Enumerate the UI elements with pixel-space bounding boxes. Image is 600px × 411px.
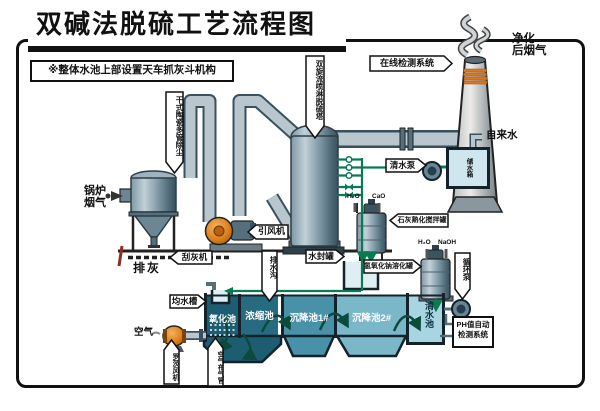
circulation-pump xyxy=(444,299,471,319)
ph-box-line1: PH值自动 xyxy=(456,320,490,329)
label-clean-gas: 净化 后烟气 xyxy=(512,33,552,58)
title-background xyxy=(28,0,346,46)
equalizing-trough-cup xyxy=(206,282,231,305)
label-naoh: NaOH xyxy=(438,239,457,246)
page-title: 双碱法脱硫工艺流程图 xyxy=(36,9,317,39)
label-boiler-gas: 锅炉 烟气 xyxy=(84,185,110,210)
label-boiler-gas-line1: 锅炉 xyxy=(84,185,106,197)
storage-tank: 储水箱 xyxy=(446,147,490,189)
smoke-plume xyxy=(457,13,491,59)
pool-label-concentration: 浓缩池 xyxy=(245,311,274,322)
clean-water-pump xyxy=(422,161,442,181)
storage-tank-label: 储水箱 xyxy=(465,158,472,178)
tag-fan: 引风机 xyxy=(257,226,285,237)
note-box: ※整体水池上部设置天车抓灰斗机构 xyxy=(30,60,234,82)
scrubber-tower xyxy=(282,124,345,255)
tag-shapes xyxy=(163,55,471,387)
cyclone-dust-collector xyxy=(105,170,179,250)
water-line-symbols xyxy=(224,155,353,295)
lime-slaking-tank xyxy=(353,199,387,261)
tag-roots-blower: 罗茨风机 xyxy=(172,353,179,381)
label-tap-water: 自来水 xyxy=(486,129,518,141)
tag-equalizing-trough: 均水槽 xyxy=(171,295,198,306)
label-h2o-naoh: H₂O xyxy=(418,239,431,246)
pool-settling-1 xyxy=(284,296,334,338)
ph-box-line2: 检测系统 xyxy=(458,329,488,339)
tag-circulation-pump: 循环泵 xyxy=(462,258,471,281)
tag-scraper: 刮灰机 xyxy=(181,251,208,262)
tag-clean-water-pump: 清水泵 xyxy=(389,159,416,170)
tag-air-distribution-pipe: 空气布气管 xyxy=(216,351,223,384)
tag-dust-collector: 干式陶瓷多管除尘 xyxy=(175,96,184,156)
label-h2o-lime: H₂O xyxy=(347,193,360,200)
pool-label-settling-2: 沉降池2# xyxy=(351,313,392,324)
tag-drain-ditch: 排水沟 xyxy=(269,256,278,279)
label-boiler-gas-line2: 烟气 xyxy=(84,196,106,209)
pool-label-oxidation: 氧化池 xyxy=(208,314,236,324)
ph-connectors xyxy=(440,314,452,338)
tag-naoh-tank: 氢氧化钠溶化罐 xyxy=(364,262,413,270)
tap-water-pipe xyxy=(469,133,482,148)
pool-label-clean-water: 清水池 xyxy=(424,301,434,328)
tag-online-detection: 在线检测系统 xyxy=(379,57,434,68)
label-ash-discharge: 排灰 xyxy=(133,261,162,275)
roots-blower xyxy=(151,325,206,352)
label-air: 空气 xyxy=(134,327,154,338)
tag-lime-tank: 石灰熟化搅拌罐 xyxy=(397,216,447,224)
title-underline xyxy=(28,46,346,52)
naoh-dissolving-tank xyxy=(418,245,454,302)
flue-gas-ducts xyxy=(183,94,458,249)
label-cao: CaO xyxy=(372,193,386,200)
ph-detection-box: PH值自动 检测系统 xyxy=(452,316,494,348)
pool-label-settling-1: 沉降池1# xyxy=(289,313,329,324)
tag-tower: 双旋流喷淋脱硫塔 xyxy=(315,60,324,120)
pools-structure xyxy=(202,293,445,364)
label-clean-gas-line2: 后烟气 xyxy=(512,45,547,58)
tag-water-seal-tank: 水封罐 xyxy=(308,250,334,261)
label-clean-gas-line1: 净化 xyxy=(512,33,535,45)
